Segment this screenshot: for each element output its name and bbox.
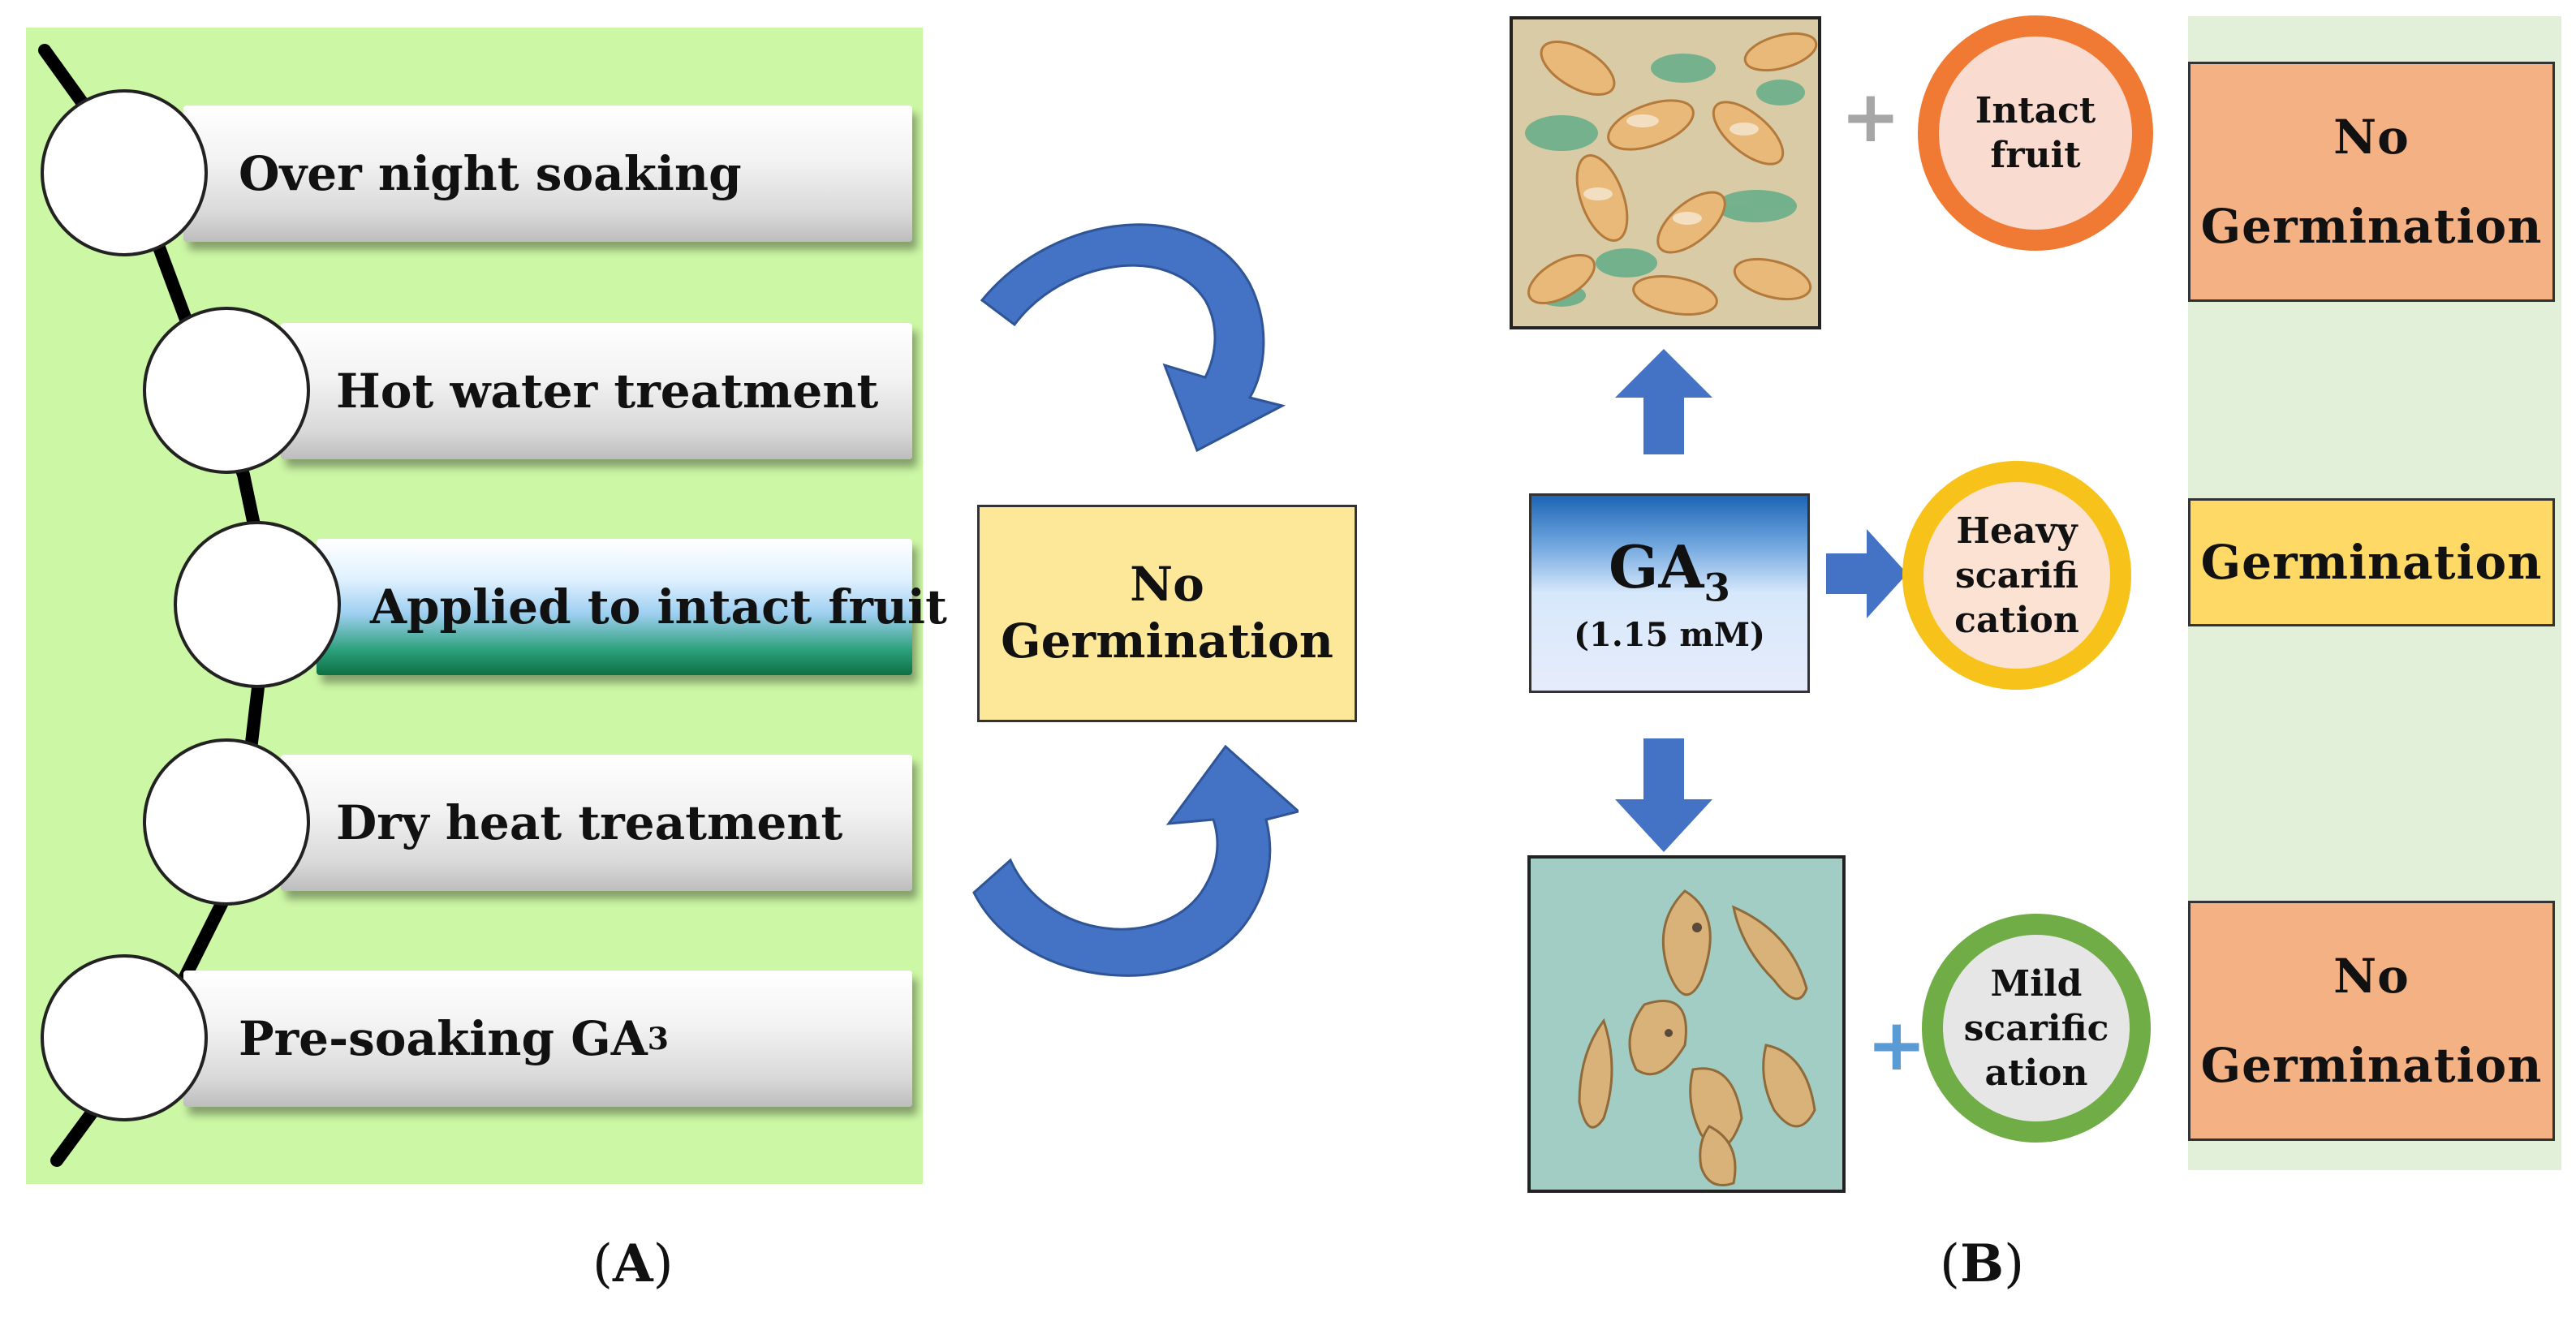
step-bar-dry-heat: Dry heat treatment: [281, 755, 912, 891]
no-germination-box: No Germination: [977, 505, 1357, 722]
step-label: Over night soaking: [239, 146, 742, 201]
curved-arrow-icon: [972, 744, 1299, 977]
result-no-germination: No Germination: [2188, 62, 2555, 302]
step-bar-intact-fruit: Applied to intact fruit: [317, 539, 947, 675]
panel-caption-a: (A): [592, 1233, 674, 1294]
treatment-ring: [1918, 15, 2153, 251]
plus-icon: +: [1867, 1003, 1927, 1087]
intact-fruit-photo: [1510, 16, 1821, 329]
right-arrow-icon: [1826, 529, 1907, 618]
step-circle: [143, 307, 310, 474]
step-circle: [174, 521, 341, 688]
panel-caption-b: (B): [1940, 1233, 2025, 1294]
step-circle: [41, 89, 208, 256]
ga3-treatment-box: GA3 (1.15 mM): [1529, 493, 1810, 693]
step-circle: [143, 738, 310, 906]
plus-icon: +: [1841, 75, 1901, 158]
treatment-ring: [1902, 461, 2131, 690]
subscript: 3: [647, 1021, 669, 1057]
result-germination: Germination: [2188, 498, 2555, 626]
treatment-label-intact-fruit: Intact fruit: [1975, 90, 2096, 176]
step-label: Dry heat treatment: [336, 795, 843, 850]
scarified-seed-photo: [1527, 855, 1846, 1193]
treatment-label-mild-scarification: Mild scarific ation: [1963, 962, 2109, 1094]
curved-arrow-icon: [980, 223, 1286, 453]
step-label: Applied to intact fruit: [370, 579, 947, 635]
treatment-ring: [1922, 914, 2151, 1143]
treatment-label-heavy-scarification: Heavy scarifi cation: [1954, 510, 2079, 641]
ga3-label: GA3: [1609, 532, 1730, 611]
step-bar-hot-water: Hot water treatment: [281, 323, 912, 459]
result-no-germination: No Germination: [2188, 901, 2555, 1141]
subscript: 3: [1704, 566, 1730, 611]
result-line: Germination: [1001, 613, 1333, 669]
down-arrow-icon: [1615, 738, 1712, 852]
step-bar-overnight-soaking: Over night soaking: [183, 105, 912, 242]
result-line: No: [1130, 557, 1204, 613]
step-circle: [41, 954, 208, 1121]
step-label: Hot water treatment: [336, 364, 879, 419]
ga3-concentration: (1.15 mM): [1574, 615, 1765, 654]
up-arrow-icon: [1615, 349, 1712, 454]
